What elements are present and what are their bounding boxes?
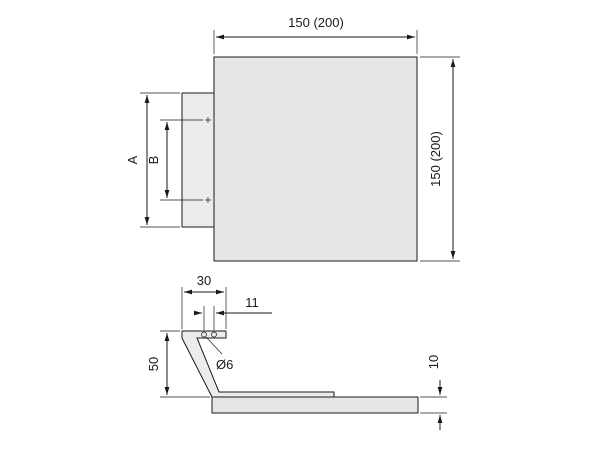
label-10: 10 — [426, 355, 441, 369]
mounting-bracket — [181, 92, 215, 228]
height-dimension: 150 (200) — [420, 56, 460, 262]
diameter-leader: Ø6 — [205, 336, 233, 372]
label-a: A — [125, 155, 140, 164]
dimension-b: B — [146, 119, 203, 201]
width-label: 150 (200) — [288, 15, 344, 30]
shelf-plate-side — [211, 396, 419, 414]
top-view: 150 (200) 150 (200) A B — [125, 15, 460, 262]
bracket-profile — [181, 330, 335, 398]
width-dimension: 150 (200) — [213, 15, 418, 54]
hole-1 — [201, 331, 207, 338]
label-50: 50 — [146, 357, 161, 371]
hole-2 — [211, 331, 217, 338]
label-b: B — [146, 156, 161, 165]
label-11: 11 — [245, 295, 259, 310]
dimension-11: 11 — [194, 295, 272, 330]
screw-mark-bottom — [205, 197, 211, 203]
side-view: 30 11 Ø6 50 10 — [146, 273, 447, 430]
label-diameter: Ø6 — [216, 357, 233, 372]
screw-mark-top — [205, 117, 211, 123]
dimension-30: 30 — [181, 273, 227, 329]
shelf-plate — [213, 56, 418, 262]
dimension-10: 10 — [420, 355, 447, 430]
dimension-50: 50 — [146, 330, 210, 398]
dimension-a: A — [125, 92, 180, 228]
label-30: 30 — [197, 273, 211, 288]
height-label: 150 (200) — [428, 131, 443, 187]
